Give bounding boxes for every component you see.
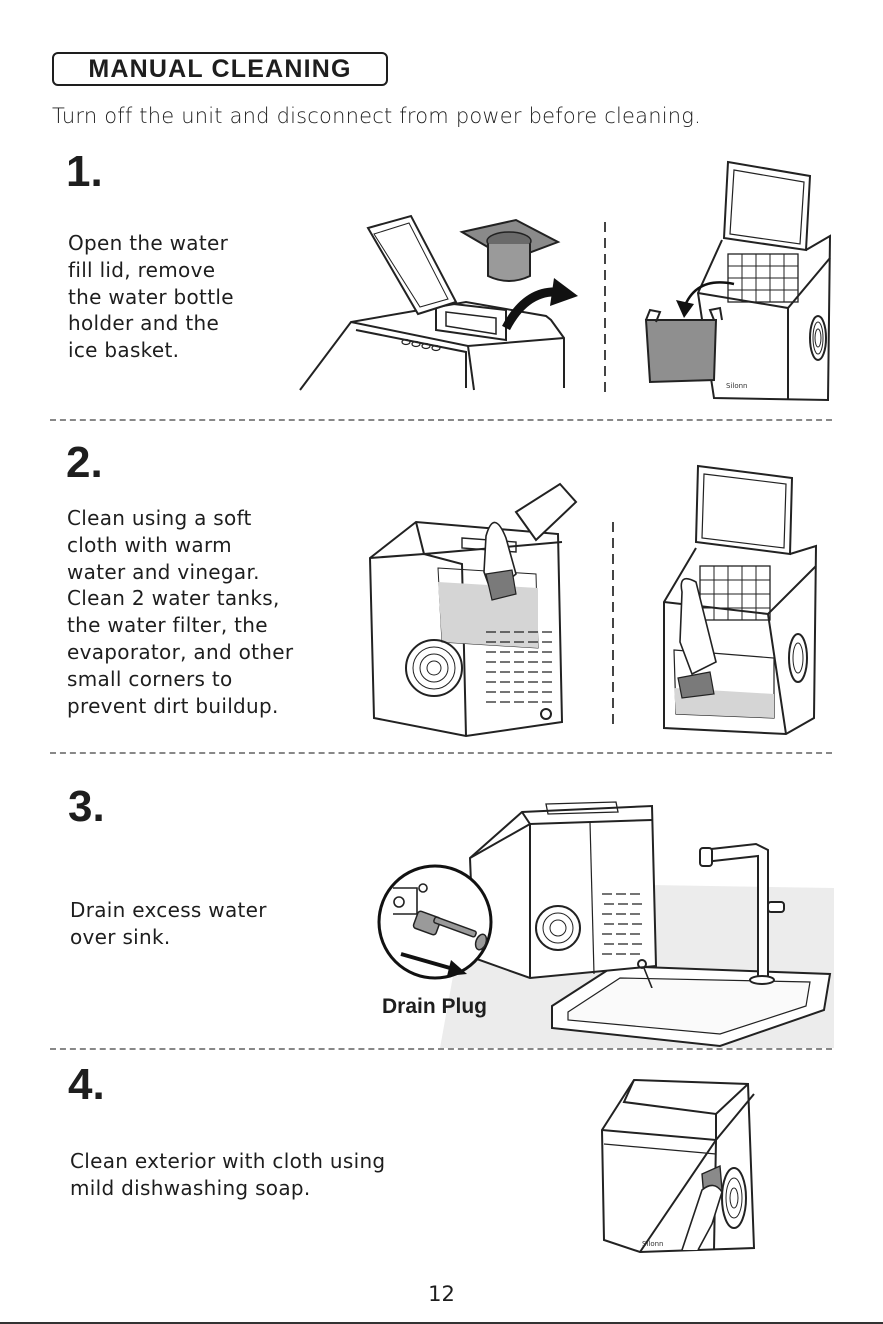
step-2-illustration-tank [366,482,586,740]
step-divider-1 [50,419,832,421]
page-number: 12 [428,1282,455,1306]
step-4-illustration-exterior: Silonn [598,1074,760,1258]
step-2-text: Clean using a soft cloth with warm water… [67,506,294,718]
drain-plug-label: Drain Plug [382,995,488,1018]
intro-text: Turn off the unit and disconnect from po… [52,104,701,128]
step-3-illustration-unit [466,798,660,988]
step-divider-2 [50,752,832,754]
section-title: MANUAL CLEANING [52,52,388,86]
brand-mark-1: Silonn [726,382,748,390]
step-1-divider-dashed [600,222,610,398]
brand-mark-4: Silonn [642,1240,664,1248]
step-3-number: 3. [68,782,105,831]
bottom-rule [0,1322,883,1324]
step-2-divider-dashed [608,522,618,728]
step-1-illustration-basket: Silonn [638,158,838,403]
step-1-text: Open the water fill lid, remove the wate… [68,231,234,363]
drain-plug-callout [375,858,495,986]
step-4-text: Clean exterior with cloth using mild dis… [70,1149,386,1200]
step-2-number: 2. [66,438,103,487]
step-1-number: 1. [66,147,103,196]
step-divider-3 [50,1048,832,1050]
step-2-illustration-open [656,462,820,740]
sink-faucet [696,840,796,990]
step-3-text: Drain excess water over sink. [70,898,267,949]
step-4-number: 4. [68,1060,105,1109]
step-1-illustration-lid [296,210,586,395]
